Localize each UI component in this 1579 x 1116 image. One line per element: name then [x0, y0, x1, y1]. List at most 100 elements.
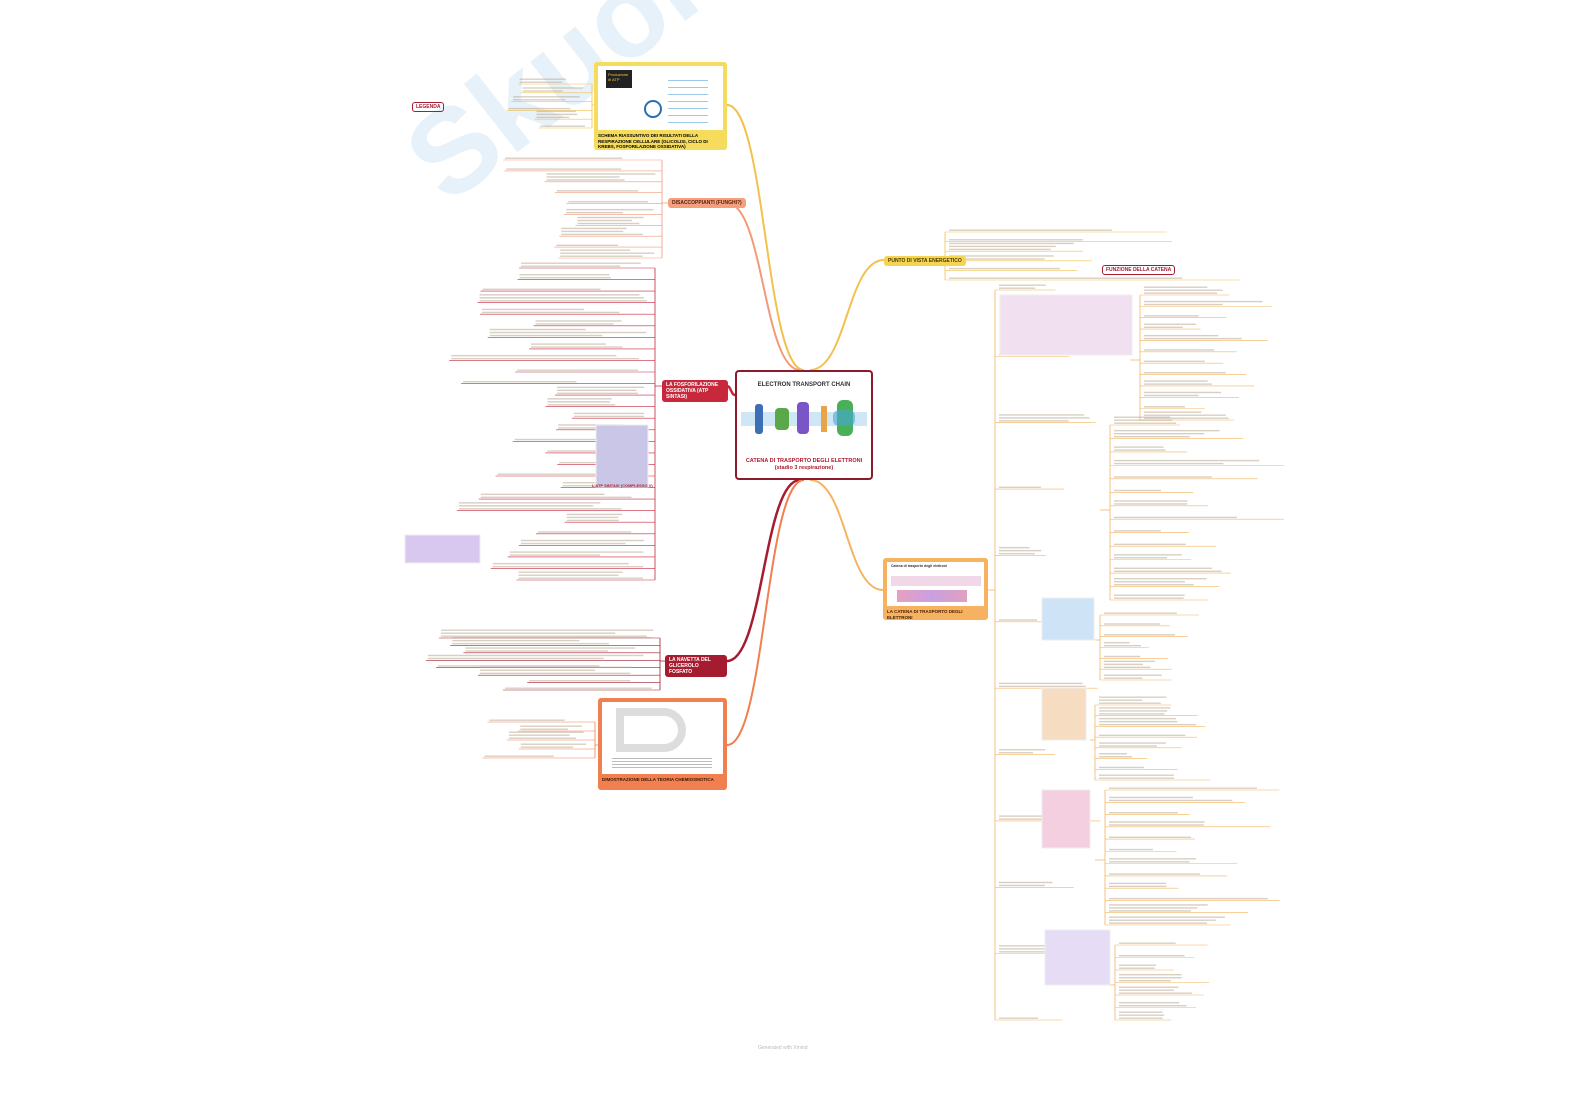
leaf-text-placeholder	[1099, 707, 1171, 709]
leaf-text-placeholder	[1144, 337, 1242, 340]
leaf-text-placeholder	[504, 157, 623, 159]
leaf-text-placeholder	[999, 486, 1041, 488]
cluster-spine	[1095, 615, 1101, 680]
thumbnail-image	[1041, 687, 1087, 741]
leaf-text-placeholder	[1114, 476, 1212, 478]
leaf-text-placeholder	[458, 508, 622, 510]
legend-node[interactable]: LEGENDA	[412, 102, 445, 112]
leaf-text-placeholder	[508, 731, 584, 733]
leaf-text-placeholder	[538, 531, 632, 533]
leaf-text-placeholder	[452, 636, 652, 639]
leaf-text-placeholder	[437, 665, 600, 667]
chain-function-node[interactable]: FUNZIONE DELLA CATENA	[1102, 265, 1176, 275]
leaf-text-placeholder	[559, 461, 614, 464]
leaf-text-placeholder	[556, 386, 645, 389]
leaf-text-placeholder	[514, 438, 615, 441]
leaf-text-placeholder	[479, 669, 596, 672]
leaf-text-placeholder	[558, 424, 623, 426]
leaf-text-placeholder	[1104, 642, 1130, 644]
leaf-text-placeholder	[1104, 655, 1141, 658]
thumbnail-image	[1041, 789, 1091, 849]
leaf-text-placeholder	[999, 884, 1045, 887]
leaf-text-placeholder	[540, 125, 585, 127]
leaf-text-placeholder	[492, 565, 644, 568]
leaf-text-placeholder	[999, 287, 1036, 289]
leaf-text-placeholder	[1109, 919, 1216, 921]
leaf-text-placeholder	[999, 619, 1038, 621]
leaf-text-placeholder	[1104, 677, 1143, 679]
leaf-text-placeholder	[1114, 570, 1222, 572]
leaf-text-placeholder	[520, 725, 582, 727]
branch-connector	[726, 104, 805, 371]
central-subtitle: CATENA DI TRASPORTO DEGLI ELETTRONI (sta…	[745, 458, 863, 471]
leaf-text-placeholder	[1104, 612, 1177, 614]
uncouplers-node[interactable]: DISACCOPPIANTI (FUNGHI?)	[668, 198, 746, 208]
etc-image-title: Catena di trasporto degli elettroni	[891, 564, 948, 568]
leaf-text-placeholder	[1109, 882, 1167, 885]
atp-synthase-node[interactable]: L'ATP SINTASI (COMPLESSO V)	[592, 483, 653, 488]
leaf-text-placeholder	[1119, 977, 1182, 979]
leaf-text-placeholder	[1099, 756, 1133, 758]
leaf-text-placeholder	[1109, 799, 1233, 802]
cluster-spine	[1090, 705, 1096, 780]
leaf-text-placeholder	[427, 657, 604, 660]
leaf-text-placeholder	[577, 216, 644, 219]
leaf-text-placeholder	[1144, 383, 1212, 385]
leaf-text-placeholder	[1144, 380, 1208, 382]
leaf-text-placeholder	[1104, 666, 1151, 669]
chemiosmotic-image-node[interactable]: DIMOSTRAZIONE DELLA TEORIA CHEMIOSMOTICA	[598, 698, 727, 790]
leaf-text-placeholder	[1114, 459, 1260, 462]
leaf-text-placeholder	[577, 219, 632, 222]
leaf-text-placeholder	[480, 493, 605, 496]
mitochondrion-sketch	[616, 708, 686, 752]
thumbnail-image	[999, 294, 1133, 356]
leaf-text-placeholder	[1109, 916, 1226, 918]
energy-node[interactable]: PUNTO DI VISTA ENERGETICO	[884, 256, 966, 266]
leaf-text-placeholder	[560, 252, 655, 254]
central-topic[interactable]: ELECTRON TRANSPORT CHAIN CATENA DI TRASP…	[735, 370, 873, 480]
leaf-text-placeholder	[1144, 292, 1218, 294]
leaf-text-placeholder	[1099, 734, 1186, 737]
leaf-text-placeholder	[999, 417, 1090, 419]
oxphos-node[interactable]: LA FOSFORILAZIONE OSSIDATIVA (ATP SINTAS…	[662, 380, 728, 402]
leaf-text-placeholder	[1099, 745, 1157, 747]
leaf-text-placeholder	[558, 427, 615, 429]
leaf-text-placeholder	[479, 672, 631, 675]
leaf-text-placeholder	[522, 90, 563, 92]
leaf-text-placeholder	[547, 450, 641, 452]
leaf-text-placeholder	[1114, 530, 1161, 532]
leaf-text-placeholder	[508, 734, 570, 736]
leaf-text-placeholder	[521, 262, 641, 264]
leaf-text-placeholder	[1109, 858, 1197, 860]
leaf-text-placeholder	[519, 277, 611, 279]
leaf-text-placeholder	[999, 420, 1069, 422]
leaf-text-placeholder	[1099, 753, 1128, 755]
leaf-text-placeholder	[1144, 391, 1222, 394]
branch-connector	[726, 384, 736, 397]
leaf-text-placeholder	[1114, 449, 1166, 451]
leaf-text-placeholder	[517, 369, 639, 371]
leaf-text-placeholder	[1109, 904, 1208, 906]
leaf-text-placeholder	[1099, 723, 1196, 726]
etc-image-node[interactable]: Catena di trasporto degli elettroni LA C…	[883, 558, 988, 620]
leaf-text-placeholder	[520, 746, 574, 748]
membrane-band	[891, 576, 981, 586]
leaf-text-placeholder	[1144, 334, 1219, 337]
leaf-text-placeholder	[561, 227, 627, 230]
leaf-text-placeholder	[949, 242, 1074, 245]
leaf-text-placeholder	[530, 343, 607, 345]
leaf-text-placeholder	[999, 749, 1046, 751]
leaf-text-placeholder	[1099, 717, 1177, 720]
leaf-text-placeholder	[1114, 581, 1185, 583]
central-title: ELECTRON TRANSPORT CHAIN	[757, 382, 851, 388]
leaf-text-placeholder	[1114, 594, 1185, 596]
branch-connector	[809, 259, 885, 371]
leaf-text-placeholder	[1119, 942, 1176, 944]
leaf-text-placeholder	[479, 666, 632, 669]
leaf-text-placeholder	[1104, 674, 1162, 676]
shuttle-node[interactable]: LA NAVETTA DEL GLICEROLO FOSFATO	[665, 655, 727, 677]
leaf-text-placeholder	[949, 229, 1112, 231]
leaf-text-placeholder	[1119, 955, 1185, 957]
leaf-text-placeholder	[1144, 286, 1208, 288]
summary-image-node[interactable]: Produzione di ATP SCHEMA RIASSUNTIVO DEI…	[594, 62, 727, 150]
